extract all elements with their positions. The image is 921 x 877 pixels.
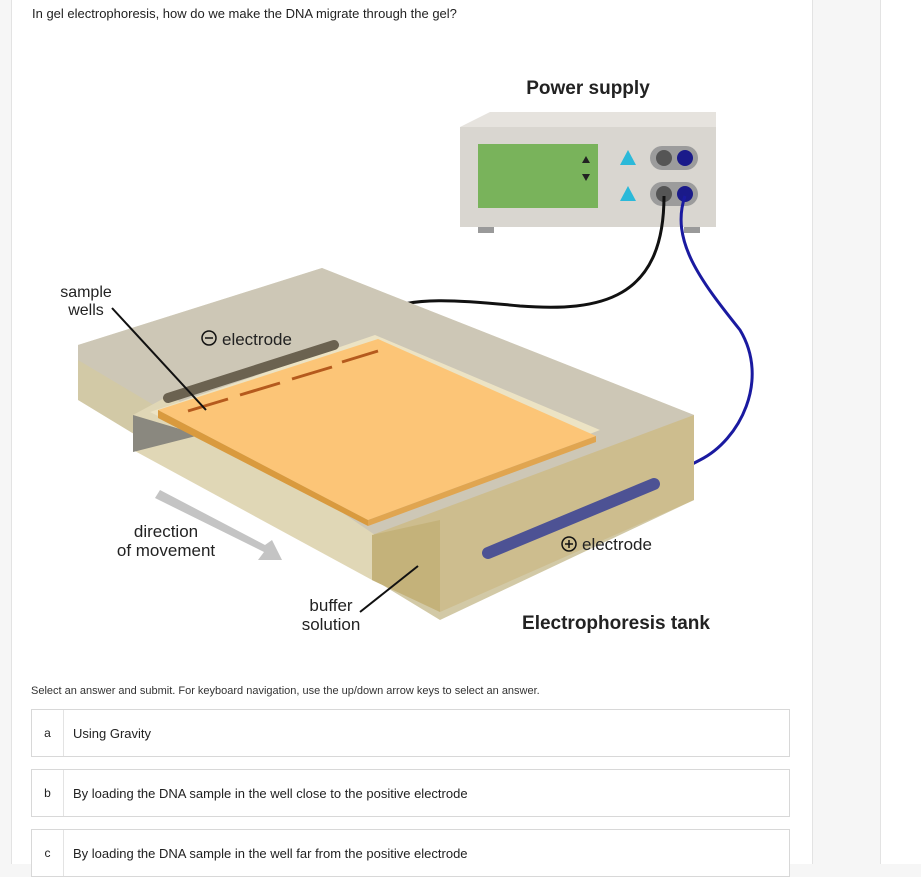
svg-text:wells: wells xyxy=(67,302,104,319)
buffer-label: buffer xyxy=(309,596,353,615)
up-arrow-icon xyxy=(582,156,590,163)
direction-arrow xyxy=(155,490,282,560)
gel xyxy=(158,339,596,520)
option-text: By loading the DNA sample in the well cl… xyxy=(73,785,468,801)
electrophoresis-diagram: Power supply sample wells electrode e xyxy=(60,78,754,634)
sample-wells-label: sample xyxy=(60,284,112,301)
down-arrow-icon xyxy=(582,174,590,181)
power-supply-label: Power supply xyxy=(526,78,650,99)
positive-electrode xyxy=(482,478,660,559)
black-terminal xyxy=(656,150,672,166)
positive-electrode-label: electrode xyxy=(582,535,652,554)
option-letter: a xyxy=(32,710,64,756)
power-supply xyxy=(460,112,716,233)
sample-well xyxy=(291,365,333,381)
minus-icon xyxy=(201,330,217,346)
svg-text:of movement: of movement xyxy=(117,541,216,560)
answer-option-c[interactable]: c By loading the DNA sample in the well … xyxy=(31,829,790,877)
tank-label: Electrophoresis tank xyxy=(522,613,710,634)
warning-icon xyxy=(620,186,636,201)
option-text: Using Gravity xyxy=(73,725,152,741)
electrophoresis-tank xyxy=(78,268,694,620)
option-letter: c xyxy=(32,830,64,876)
answer-option-a[interactable]: a Using Gravity xyxy=(31,709,790,757)
blue-terminal xyxy=(677,150,693,166)
sample-well xyxy=(341,349,379,364)
blue-wire xyxy=(649,195,754,488)
sample-well xyxy=(187,397,229,413)
instruction-text: Select an answer and submit. For keyboar… xyxy=(31,685,540,697)
svg-text:solution: solution xyxy=(302,615,361,634)
option-text: By loading the DNA sample in the well fa… xyxy=(73,845,468,861)
question-text: In gel electrophoresis, how do we make t… xyxy=(32,6,457,21)
option-letter: b xyxy=(32,770,64,816)
sample-well xyxy=(239,381,281,397)
power-display xyxy=(478,144,598,208)
direction-label: direction xyxy=(134,522,198,541)
answer-option-b[interactable]: b By loading the DNA sample in the well … xyxy=(31,769,790,817)
negative-electrode xyxy=(163,340,339,403)
negative-electrode-label: electrode xyxy=(222,330,292,349)
side-panel xyxy=(880,0,921,864)
warning-icon xyxy=(620,150,636,165)
plus-icon xyxy=(561,536,577,552)
